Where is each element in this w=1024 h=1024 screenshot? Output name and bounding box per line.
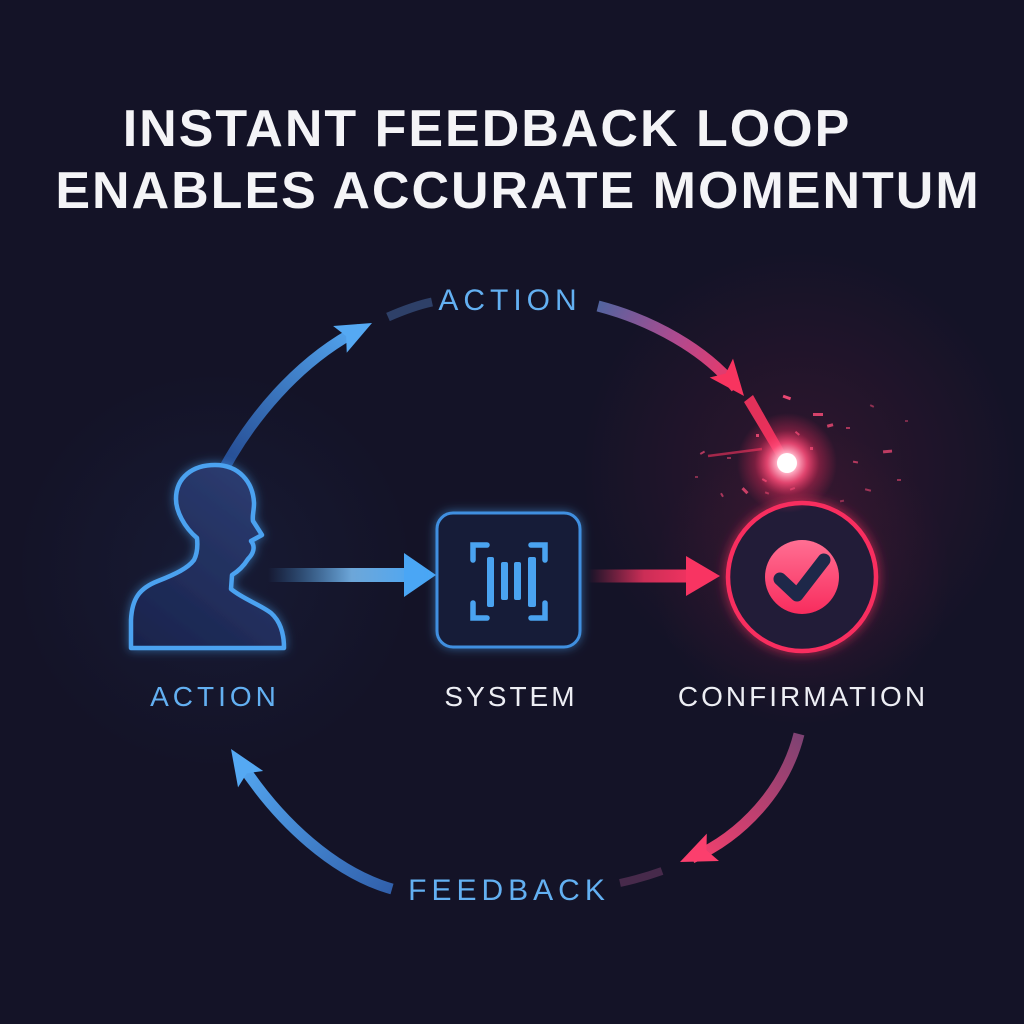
- loop-top-label: ACTION: [438, 284, 581, 317]
- barcode-scan-icon: [470, 542, 548, 621]
- arrowhead-down-left-icon: [680, 833, 719, 862]
- arrowhead-up-right-icon: [333, 323, 372, 353]
- arc-feedback-tail: [619, 867, 664, 887]
- title-line-2: ENABLES ACCURATE MOMENTUM: [55, 162, 980, 220]
- arc-confirmation-to-feedback: [689, 732, 805, 864]
- system-node: [435, 511, 582, 649]
- spark-core: [777, 453, 797, 473]
- system-node-label: SYSTEM: [444, 681, 577, 712]
- spark-burst: [695, 394, 908, 513]
- arc-left-to-top-tail: [386, 297, 433, 322]
- loop-bottom-label: FEEDBACK: [408, 874, 610, 907]
- arrowhead-up-left-icon: [231, 749, 264, 788]
- arrow-actor-to-system-head-icon: [404, 553, 436, 597]
- arrowhead-down-right-icon: [709, 358, 744, 396]
- confirmation-node: [725, 500, 879, 654]
- check-icon: [773, 553, 831, 602]
- arc-feedback-to-action: [235, 759, 394, 895]
- arc-left-to-top: [209, 324, 363, 491]
- spark-particles: [695, 394, 908, 503]
- actor-node-label: ACTION: [150, 681, 280, 712]
- barcode-bars: [487, 557, 536, 607]
- person-silhouette-icon: [128, 462, 287, 651]
- actor-node: [128, 462, 287, 651]
- arrow-system-to-confirmation-head-icon: [686, 556, 720, 596]
- confirmation-node-label: CONFIRMATION: [678, 681, 928, 712]
- title-line-1: INSTANT FEEDBACK LOOP: [123, 100, 852, 158]
- system-box: [435, 511, 582, 649]
